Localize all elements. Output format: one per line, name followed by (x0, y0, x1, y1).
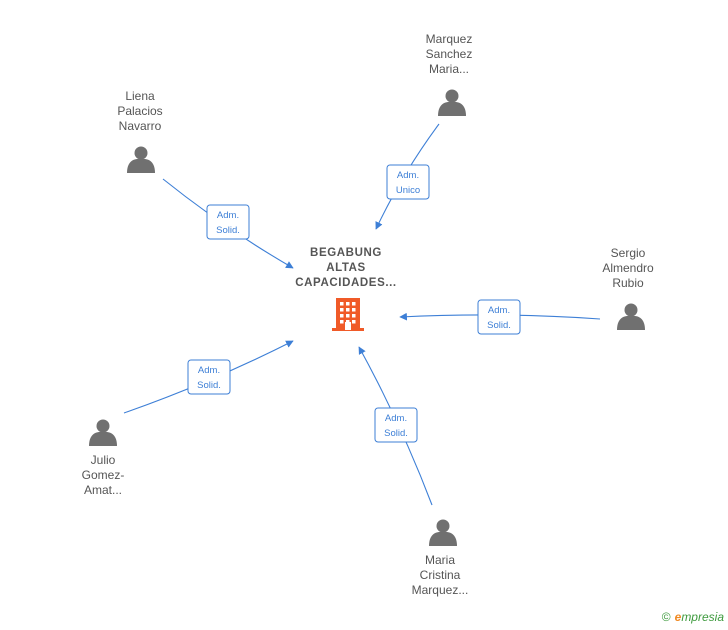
person-icon (89, 419, 117, 446)
building-icon[interactable] (332, 298, 364, 331)
role-line: Solid. (384, 428, 408, 439)
person-julio-label-line: Amat... (84, 483, 122, 497)
person-liena-label-line: Navarro (119, 119, 162, 133)
person-maria-cristina-label-line: Marquez... (412, 583, 469, 597)
role-badge[interactable]: Adm. Solid. (206, 204, 250, 240)
person-sergio-label-line: Almendro (602, 261, 654, 275)
brand-name: mpresia (681, 610, 724, 624)
role-text: Adm. Solid. (216, 210, 240, 236)
role-line: Adm. (217, 210, 239, 221)
person-liena-label-line: Palacios (117, 104, 162, 118)
person-julio-label-line: Julio (91, 453, 116, 467)
person-sergio-label-line: Sergio (611, 246, 646, 260)
person-marquez-sanchez-label-line: Marquez (426, 32, 473, 46)
role-text: Adm. Solid. (384, 413, 408, 439)
role-line: Adm. (488, 305, 510, 316)
role-badge[interactable]: Adm. Solid. (477, 299, 521, 335)
person-maria-cristina-label-line: Cristina (420, 568, 461, 582)
role-line: Solid. (216, 225, 240, 236)
role-badge[interactable]: Adm. Unico (386, 164, 430, 200)
person-icon (127, 146, 155, 173)
person-sergio-label-line: Rubio (612, 276, 644, 290)
role-line: Solid. (487, 320, 511, 331)
company-name-line: ALTAS (326, 262, 366, 274)
person-icon (617, 303, 645, 330)
person-icon (438, 89, 466, 116)
role-text: Adm. Solid. (487, 305, 511, 331)
company-name[interactable]: BEGABUNG ALTAS CAPACIDADES... (295, 247, 396, 289)
person-julio-label-line: Gomez- (82, 468, 125, 482)
role-text: Adm. Unico (396, 170, 420, 196)
company-name-line: CAPACIDADES... (295, 277, 396, 289)
role-badge[interactable]: Adm. Solid. (374, 407, 418, 443)
role-line: Unico (396, 185, 420, 196)
role-line: Adm. (385, 413, 407, 424)
person-liena-label-line: Liena (125, 89, 155, 103)
person-marquez-sanchez-label-line: Maria... (429, 62, 469, 76)
company-name-line: BEGABUNG (310, 247, 382, 259)
role-line: Adm. (397, 170, 419, 181)
copyright-symbol: © (661, 610, 671, 624)
role-text: Adm. Solid. (197, 365, 221, 391)
person-marquez-sanchez-label-line: Sanchez (426, 47, 473, 61)
person-maria-cristina-label-line: Maria (425, 553, 455, 567)
footer-brand: ©empresia (662, 610, 724, 624)
role-line: Solid. (197, 380, 221, 391)
person-icon (429, 519, 457, 546)
brand-initial: e (674, 610, 682, 624)
role-badge[interactable]: Adm. Solid. (187, 359, 231, 395)
role-line: Adm. (198, 365, 220, 376)
